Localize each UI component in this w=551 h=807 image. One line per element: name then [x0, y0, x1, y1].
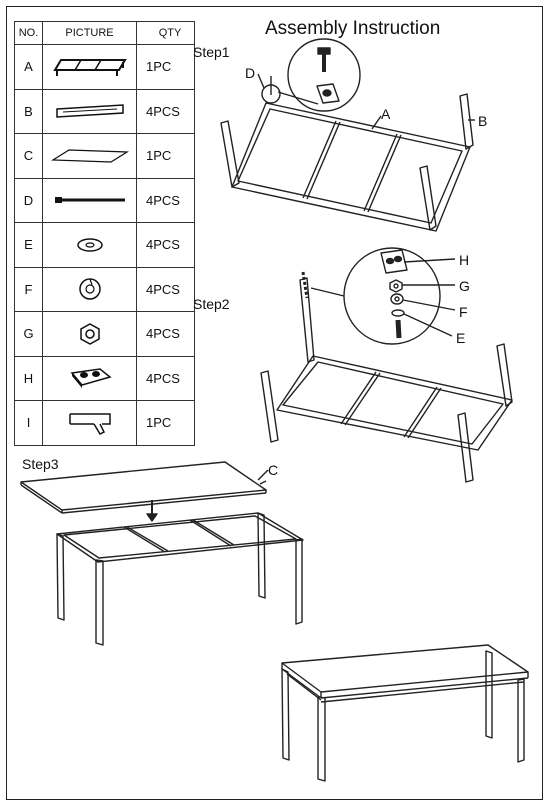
final-table-illustration [281, 644, 529, 782]
part-no: E [14, 222, 43, 268]
table-row: I 1PC [14, 400, 195, 446]
header-no: NO. [14, 21, 43, 45]
table-row: F 4PCS [14, 266, 195, 312]
callout-e: E [456, 330, 466, 346]
bracket-icon [70, 368, 112, 389]
spring-washer-icon [78, 278, 101, 300]
glass-top-icon [50, 149, 129, 163]
flat-washer-icon [76, 238, 103, 252]
callout-d: D [245, 65, 256, 81]
bolt-icon [54, 197, 125, 204]
callout-a: A [381, 106, 391, 122]
step1-frame-illustration [220, 38, 475, 232]
part-qty: 1PC [136, 44, 195, 90]
table-row: H 4PCS [14, 355, 195, 401]
table-row: B 4PCS [14, 88, 195, 134]
part-qty: 4PCS [136, 222, 195, 268]
callout-b: B [478, 113, 488, 129]
header-picture: PICTURE [42, 21, 137, 45]
step2-frame-illustration [260, 247, 513, 483]
parts-table-header: NO. PICTURE QTY [14, 21, 195, 45]
page-title: Assembly Instruction [265, 18, 441, 39]
leg-icon [55, 104, 124, 119]
part-qty: 1PC [136, 400, 195, 446]
allen-key-icon [68, 413, 111, 435]
step3-label: Step3 [22, 456, 59, 472]
part-no: I [14, 400, 43, 446]
table-row: E 4PCS [14, 222, 195, 268]
callout-c: C [268, 462, 279, 478]
callout-h: H [459, 252, 470, 268]
step3-glass-illustration [20, 461, 304, 646]
table-row: A 1PC [14, 44, 195, 90]
part-qty: 4PCS [136, 88, 195, 134]
step1-label: Step1 [193, 44, 230, 60]
part-qty: 4PCS [136, 177, 195, 223]
table-row: D 4PCS [14, 177, 195, 223]
part-qty: 4PCS [136, 266, 195, 312]
part-no: D [14, 177, 43, 223]
header-qty: QTY [136, 21, 195, 45]
parts-table: NO. PICTURE QTY A 1PC B [14, 21, 195, 446]
step2-label: Step2 [193, 296, 230, 312]
part-qty: 4PCS [136, 311, 195, 357]
part-no: C [14, 133, 43, 179]
callout-g: G [459, 278, 470, 294]
callout-f: F [459, 304, 468, 320]
page-border [6, 6, 543, 800]
frame-icon [52, 58, 127, 76]
nut-icon [79, 322, 100, 345]
table-row: C 1PC [14, 133, 195, 179]
